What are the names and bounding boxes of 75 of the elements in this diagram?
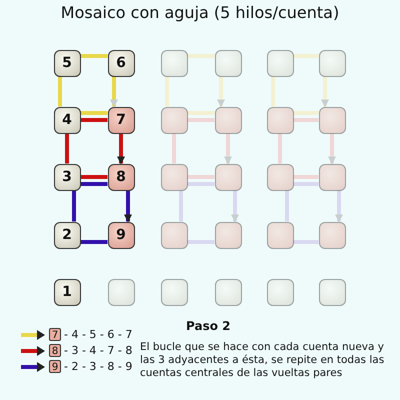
thread-line — [172, 134, 176, 164]
bead — [160, 164, 188, 190]
title: Mosaico con aguja (5 hilos/cuenta) — [60, 3, 340, 22]
thread-arrow — [328, 134, 336, 164]
thread-line — [188, 182, 214, 186]
bead — [318, 164, 346, 190]
thread-line — [80, 175, 108, 179]
bead — [160, 50, 188, 76]
bead: 4 — [54, 106, 80, 134]
thread-line — [294, 54, 318, 58]
bead — [160, 106, 188, 134]
thread-line — [80, 111, 108, 115]
thread-line — [188, 118, 214, 122]
thread-line — [294, 182, 318, 186]
thread-line — [285, 190, 289, 222]
thread-line — [72, 190, 76, 222]
thread-line — [278, 134, 282, 164]
thread-line — [80, 118, 108, 122]
bead — [266, 164, 294, 190]
thread-arrow — [217, 76, 225, 108]
thread-line — [80, 182, 108, 186]
bead — [214, 50, 242, 76]
thread-line — [188, 54, 214, 58]
thread-line — [294, 240, 318, 244]
thread-line — [58, 76, 62, 106]
legend-text: - 3 - 4 - 7 - 8 — [64, 344, 132, 357]
thread-line — [294, 111, 318, 115]
thread-line — [65, 134, 69, 164]
bead — [266, 106, 294, 134]
thread-arrow — [224, 134, 232, 164]
legend-text: - 2 - 3 - 8 - 9 — [64, 360, 132, 373]
bead-number: 8 — [49, 344, 61, 357]
thread-line — [294, 175, 318, 179]
thread-arrow — [117, 134, 125, 164]
bead — [108, 278, 134, 306]
step-heading: Paso 2 — [186, 319, 230, 333]
bead: 8 — [108, 164, 134, 190]
thread-arrow — [321, 76, 329, 108]
bead — [160, 222, 188, 248]
thread-line — [179, 190, 183, 222]
bead — [318, 106, 346, 134]
thread-line — [188, 111, 214, 115]
bead: 2 — [54, 222, 80, 248]
bead — [214, 106, 242, 134]
thread-arrow — [231, 190, 239, 222]
bead: 3 — [54, 164, 80, 190]
bead — [160, 278, 188, 306]
bead: 5 — [54, 50, 80, 76]
bead: 1 — [54, 278, 80, 306]
description: El bucle que se hace con cada cuenta nueva y las 3 adyacentes a ésta, se repite en todas las cuentas centrales de las vueltas pares — [140, 341, 386, 380]
thread-arrow — [124, 190, 132, 222]
bead — [318, 222, 346, 248]
bead: 6 — [108, 50, 134, 76]
thread-line — [165, 76, 169, 106]
bead — [266, 278, 294, 306]
bead-number: 7 — [49, 328, 61, 341]
bead: 7 — [108, 106, 134, 134]
thread-line — [188, 175, 214, 179]
legend-text: - 4 - 5 - 6 - 7 — [64, 328, 132, 341]
thread-line — [294, 118, 318, 122]
thread-arrow — [335, 190, 343, 222]
bead — [318, 278, 346, 306]
bead: 9 — [108, 222, 134, 248]
bead — [214, 222, 242, 248]
thread-line — [271, 76, 275, 106]
bead — [266, 222, 294, 248]
bead — [318, 50, 346, 76]
bead-number: 9 — [49, 360, 61, 373]
thread-line — [80, 240, 108, 244]
bead — [266, 50, 294, 76]
bead — [214, 278, 242, 306]
thread-arrow — [110, 76, 118, 108]
thread-line — [80, 54, 108, 58]
bead — [214, 164, 242, 190]
thread-line — [188, 240, 214, 244]
